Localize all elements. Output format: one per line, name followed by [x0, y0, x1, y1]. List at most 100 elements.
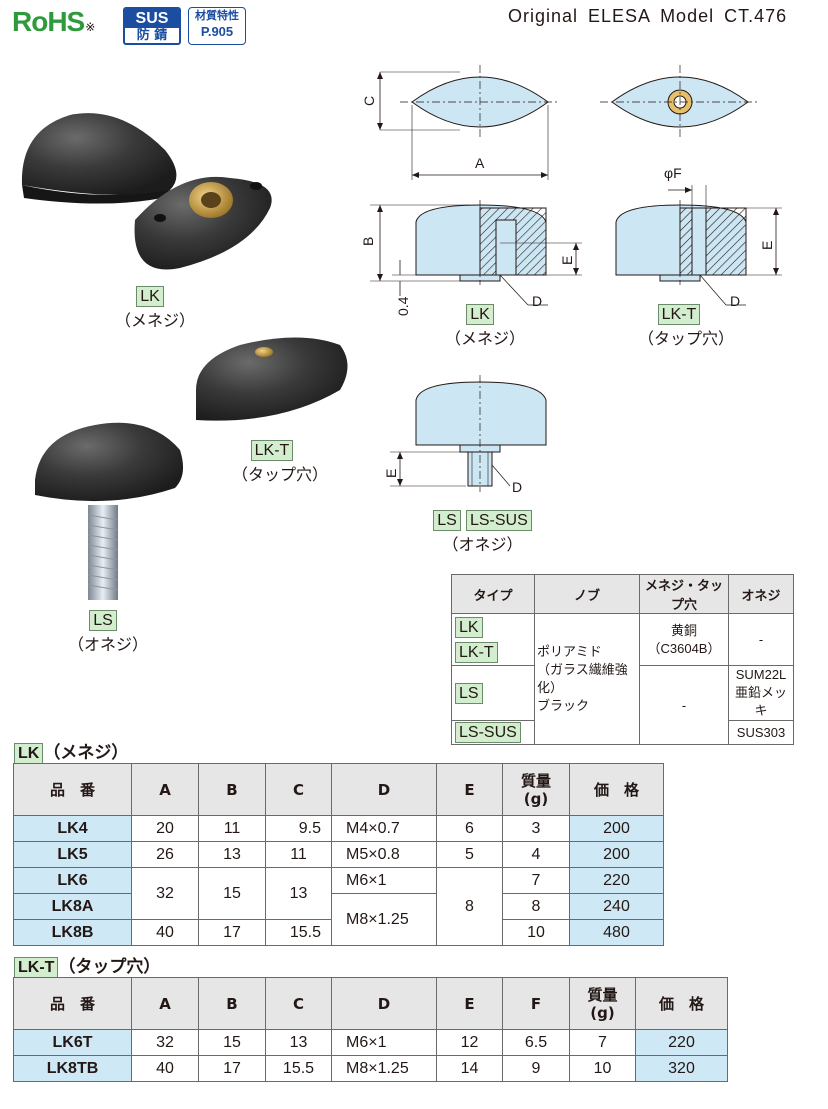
material-screw-ls: SUM22L 亜鉛メッキ: [728, 665, 794, 721]
lkt-cell-c: 13: [265, 1029, 332, 1056]
lk-cell-d: M8×1.25: [331, 893, 437, 946]
lk-header-b: B: [198, 763, 266, 816]
table-row: LK4 20 11 9.5 M4×0.7 6 3 200: [13, 815, 664, 842]
dim-d-lkt-label: D: [730, 293, 740, 309]
table-row: LK8B 40 17 15.5 10 480: [13, 919, 664, 946]
lkt-cell-b: 17: [198, 1055, 266, 1082]
lkt-spec-table: 品 番 A B C D E F 質量(g) 価 格 LK6T 32 15 13 …: [13, 977, 728, 1082]
lkt-cell-price: 320: [635, 1055, 728, 1082]
lkt-cell-f: 9: [502, 1055, 570, 1082]
lk-section-title: LK（メネジ）: [14, 738, 128, 764]
photo-lkt-label: LK-T: [250, 440, 294, 461]
lkt-section-label: LK-T: [14, 957, 59, 978]
lk-cell-e: 6: [436, 815, 503, 842]
lk-cell-b: 17: [198, 919, 266, 946]
lk-cell-b: 15: [198, 867, 266, 920]
drawing-lkt-section: [679, 207, 747, 276]
lkt-header-f: F: [502, 977, 570, 1030]
photo-lk-text: （メネジ）: [115, 311, 196, 330]
drawing-lk-text: （メネジ）: [445, 329, 526, 348]
lk-cell-d: M5×0.8: [331, 841, 437, 868]
material-insert-lk: 黄銅 （C3604B）: [639, 613, 729, 666]
model-title: Original ELESA Model CT.476: [508, 6, 788, 26]
lkt-cell-e: 14: [436, 1055, 503, 1082]
lk-cell-a: 32: [131, 867, 199, 920]
lk-header-c: C: [265, 763, 332, 816]
lkt-cell-weight: 7: [569, 1029, 636, 1056]
lk-cell-e: 5: [436, 841, 503, 868]
photo-ls-label: LS: [89, 610, 117, 631]
drawing-lk-caption: LK （メネジ）: [445, 304, 525, 349]
lk-cell-a: 20: [131, 815, 199, 842]
lkt-section-caption: （タップ穴）: [58, 957, 161, 977]
material-header-type: タイプ: [451, 574, 535, 614]
material-type-ls: LS: [451, 665, 535, 721]
lkt-header-weight: 質量(g): [569, 977, 636, 1030]
lk-cell-c: 9.5: [265, 815, 332, 842]
table-row: LK6 32 15 13 M6×1 8 7 220: [13, 867, 664, 946]
lk-section-label: LK: [14, 743, 44, 764]
lk-pn: LK4: [13, 815, 132, 842]
dim-04-label: 0.4: [395, 296, 411, 316]
lkt-cell-e: 12: [436, 1029, 503, 1056]
lk-cell-b: 11: [198, 815, 266, 842]
lk-cell-price: 200: [569, 841, 664, 868]
table-row: LK5 26 13 11 M5×0.8 5 4 200: [13, 841, 664, 868]
photo-ls-knob: [35, 422, 184, 502]
lk-cell-c: 13: [265, 867, 332, 920]
product-photos: [21, 113, 348, 600]
lkt-cell-d: M6×1: [331, 1029, 437, 1056]
photo-ls-caption: LS （オネジ）: [68, 610, 148, 655]
lk-cell-price: 480: [569, 919, 664, 946]
lk-cell-c: 11: [265, 841, 332, 868]
lk-cell-b: 13: [198, 841, 266, 868]
photo-lkt-caption: LK-T （タップ穴）: [232, 440, 328, 485]
lk-header-price: 価 格: [569, 763, 664, 816]
photo-lk-label: LK: [136, 286, 164, 307]
drawing-lssus-label: LS-SUS: [465, 510, 532, 531]
material-type-lk: LK LK-T: [451, 613, 535, 666]
material-knob: ポリアミド （ガラス繊維強化） ブラック: [534, 613, 640, 745]
lkt-pn: LK6T: [13, 1029, 132, 1056]
material-badge-top: 材質特性: [195, 9, 239, 22]
lkt-header-e: E: [436, 977, 503, 1030]
lkt-header-d: D: [331, 977, 437, 1030]
lk-header-a: A: [131, 763, 199, 816]
lk-pn: LK6: [13, 867, 132, 894]
lkt-header-a: A: [131, 977, 199, 1030]
lk-cell-weight: 8: [502, 893, 570, 920]
dim-e-lkt-label: E: [759, 241, 775, 250]
photo-ls-text: （オネジ）: [68, 635, 149, 654]
photo-lk-caption: LK （メネジ）: [115, 286, 195, 331]
lkt-cell-weight: 10: [569, 1055, 636, 1082]
table-row: LK8A M8×1.25 8 240: [13, 893, 664, 946]
photo-lkt-knob: [196, 337, 348, 421]
lk-pn: LK8B: [13, 919, 132, 946]
lk-header-pn: 品 番: [13, 763, 132, 816]
lkt-cell-a: 40: [131, 1055, 199, 1082]
material-badge-page: P.905: [200, 24, 234, 39]
material-badge[interactable]: 材質特性 P.905: [188, 7, 246, 45]
sus-badge: SUS 防 錆: [123, 7, 181, 45]
lk-cell-price: 220: [569, 867, 664, 894]
drawing-lkt-caption: LK-T （タップ穴）: [638, 304, 734, 349]
drawing-ls-label: LS: [433, 510, 461, 531]
rohs-mark: ※: [85, 20, 95, 34]
sus-badge-bottom: 防 錆: [136, 28, 168, 43]
drawing-ls-text: （オネジ）: [442, 535, 523, 554]
rohs-logo: RoHS※: [12, 6, 95, 37]
lk-cell-weight: 10: [502, 919, 570, 946]
drawing-lkt-text: （タップ穴）: [638, 329, 735, 348]
lkt-section-title: LK-T（タップ穴）: [14, 952, 160, 978]
photo-lkt-insert: [255, 347, 273, 357]
material-screw-lk: -: [728, 613, 794, 666]
dim-a-label: A: [475, 155, 485, 171]
dim-e-label: E: [559, 256, 575, 265]
drawing-lk-label: LK: [466, 304, 494, 325]
photo-lk-knob-top: [21, 113, 177, 195]
lk-header-d: D: [331, 763, 437, 816]
material-table: タイプ ノブ メネジ・タップ穴 オネジ LK LK-T ポリアミド （ガラス繊維…: [451, 574, 794, 745]
lk-header-weight: 質量(g): [502, 763, 570, 816]
lk-cell-price: 240: [569, 893, 664, 920]
lk-pn: LK8A: [13, 893, 132, 920]
